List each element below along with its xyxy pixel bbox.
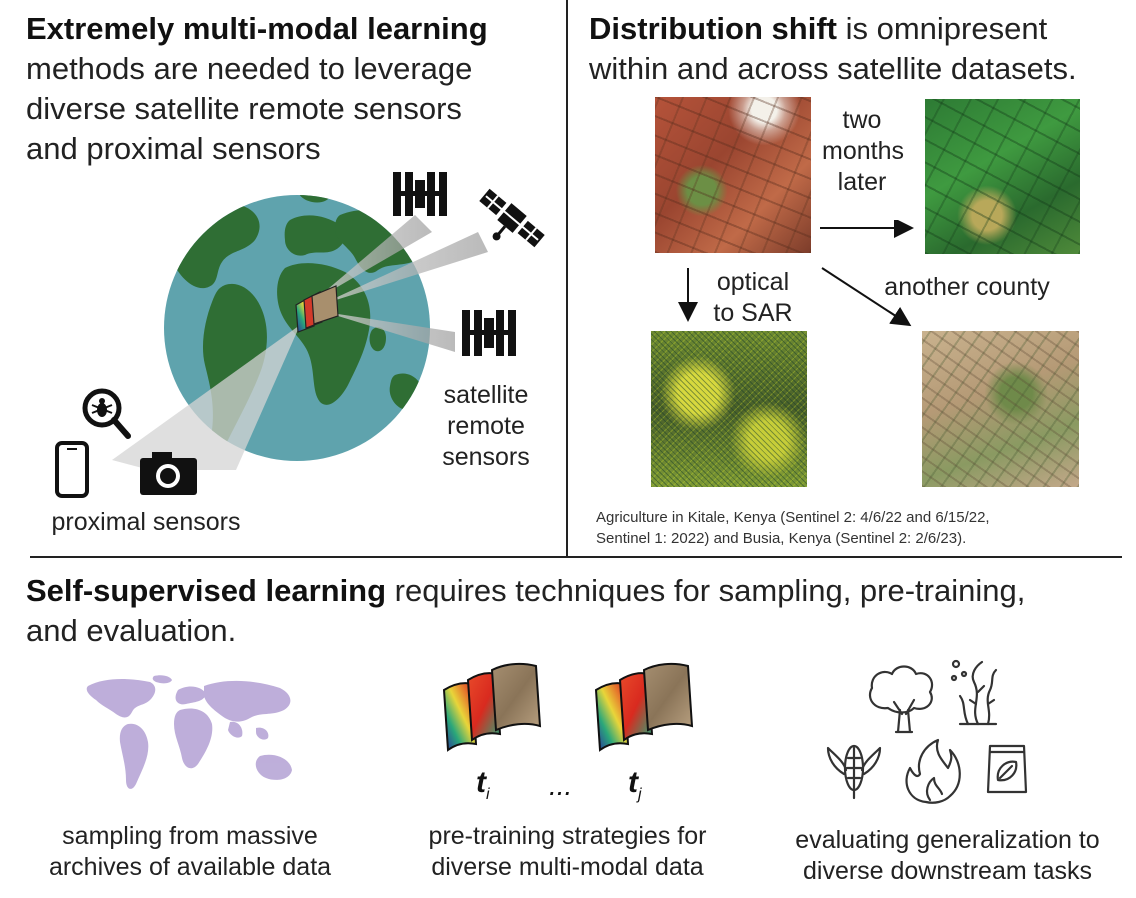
caption-line1: Agriculture in Kitale, Kenya (Sentinel 2… <box>596 509 990 526</box>
space-station-icon <box>393 172 447 216</box>
time-ellipsis: ... <box>549 770 573 801</box>
ssl-heading-rest: requires techniques for sampling, pre-tr… <box>386 573 1026 608</box>
sensor-label-line1: optical <box>716 268 790 296</box>
seed-bag-icon <box>986 744 1028 794</box>
evaluation-label-line1: evaluating generalization to <box>795 826 1100 854</box>
seaweed-icon <box>950 659 998 726</box>
shift-arrows <box>678 220 914 327</box>
multimodal-stacks <box>442 662 694 752</box>
time-j-letter: t <box>628 766 638 799</box>
satellite-icon <box>479 188 545 248</box>
multimodal-heading-bold: Extremely multi-modal learning <box>26 11 488 46</box>
image-caption: Agriculture in Kitale, Kenya (Sentinel 2… <box>596 507 1116 549</box>
ssl-heading-line2: and evaluation. <box>26 613 237 648</box>
satellite-beam-3 <box>325 312 455 352</box>
satellite-label-line1: satellite <box>443 381 529 409</box>
proximal-sensors-label: proximal sensors <box>51 508 241 536</box>
sampling-label: sampling from massive archives of availa… <box>20 821 360 883</box>
globe-illustration <box>55 172 545 498</box>
multimodal-heading-line1: methods are needed to leverage <box>26 51 473 86</box>
distribution-shift-heading-bold: Distribution shift <box>589 11 837 46</box>
ssl-heading: Self-supervised learning requires techni… <box>26 571 1126 651</box>
vertical-divider <box>566 0 568 557</box>
pretraining-label-line1: pre-training strategies for <box>428 822 707 850</box>
proximal-beam <box>112 325 300 470</box>
world-map-illustration <box>86 675 292 789</box>
time-j-subscript: j <box>638 786 642 803</box>
region-shift-label: another county <box>884 273 1050 301</box>
multimodal-heading-line2: diverse satellite remote sensors <box>26 91 462 126</box>
multimodal-heading: Extremely multi-modal learning methods a… <box>26 9 566 169</box>
stack-time-i <box>442 662 542 752</box>
temporal-shift-label: two months later <box>822 105 904 198</box>
tree-icon <box>868 665 934 734</box>
pretraining-label: pre-training strategies for diverse mult… <box>395 821 740 883</box>
evaluation-label-line2: diverse downstream tasks <box>802 857 1092 885</box>
evaluation-label: evaluating generalization to diverse dow… <box>770 825 1125 887</box>
stack-time-j <box>594 662 694 752</box>
sentinel1-sar-image <box>651 331 807 487</box>
temporal-label-line2: months <box>822 137 904 165</box>
ssl-heading-bold: Self-supervised learning <box>26 573 387 608</box>
time-i-label: ti <box>476 766 490 804</box>
caption-line2: Sentinel 1: 2022) and Busia, Kenya (Sent… <box>596 530 967 547</box>
phone-icon <box>55 441 89 498</box>
sensor-label-line2: to SAR <box>713 299 793 327</box>
fire-icon <box>905 738 961 804</box>
globe-image-stack <box>295 285 339 333</box>
pretraining-label-line2: diverse multi-modal data <box>431 853 704 881</box>
horizontal-divider <box>30 556 1122 558</box>
time-i-letter: t <box>476 766 486 799</box>
satellite-label-line3: sensors <box>442 443 530 471</box>
temporal-label-line1: two <box>842 106 882 134</box>
distribution-shift-heading: Distribution shift is omnipresent within… <box>589 9 1129 89</box>
camera-icon <box>140 452 197 495</box>
region-shift-arrow <box>821 267 912 327</box>
corn-icon <box>826 744 882 800</box>
busia-sentinel2-image <box>922 331 1079 487</box>
sentinel2-april-image <box>655 97 811 253</box>
sampling-label-line2: archives of available data <box>48 853 332 881</box>
downstream-task-icons <box>826 659 1028 804</box>
satellite-beam-1 <box>315 215 432 300</box>
time-i-subscript: i <box>486 786 490 803</box>
satellite-sensors-label: satellite remote sensors <box>430 380 542 473</box>
sentinel2-june-image <box>925 99 1080 254</box>
sampling-label-line1: sampling from massive <box>62 822 318 850</box>
distribution-shift-heading-line2: within and across satellite datasets. <box>589 51 1077 86</box>
space-station-icon-2 <box>462 310 516 356</box>
multimodal-heading-line3: and proximal sensors <box>26 131 321 166</box>
satellite-label-line2: remote <box>447 412 525 440</box>
time-j-label: tj <box>628 766 642 804</box>
satellite-beam-2 <box>320 232 488 305</box>
sensor-shift-label: optical to SAR <box>705 267 801 329</box>
temporal-label-line3: later <box>837 168 887 196</box>
magnifier-bug-icon <box>82 388 131 439</box>
distribution-shift-heading-rest: is omnipresent <box>836 11 1048 46</box>
